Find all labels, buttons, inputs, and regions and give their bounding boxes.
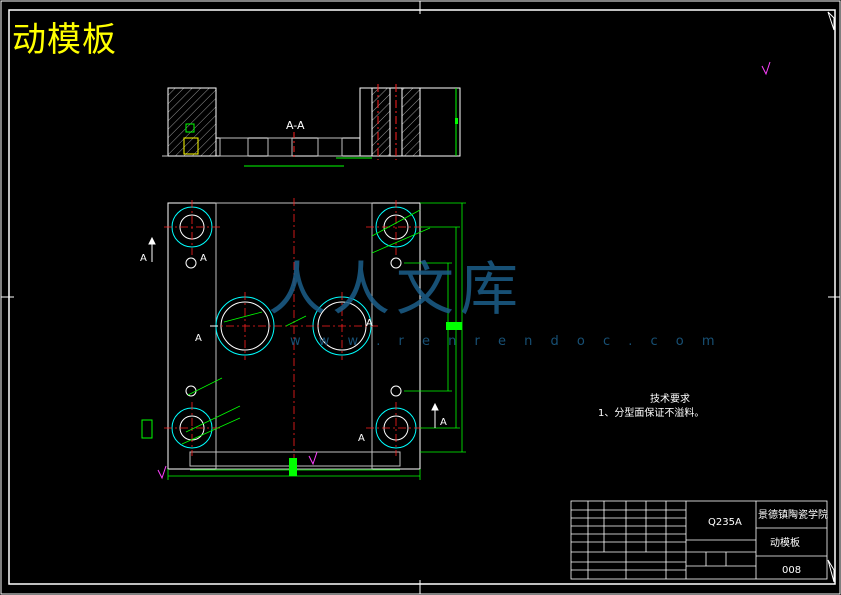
section-view	[162, 84, 461, 167]
watermark-url: w w w . r e n r e n d o c . c o m	[290, 334, 722, 349]
part-name-cell: 动模板	[770, 536, 800, 549]
section-marker-4: A	[366, 318, 373, 329]
drawing-number-cell: 008	[782, 565, 801, 576]
school-cell: 景德镇陶瓷学院	[758, 508, 828, 521]
section-marker-6: A	[440, 417, 447, 428]
roughness-symbol-top	[761, 61, 771, 76]
section-label: A-A	[286, 119, 305, 132]
technical-requirement-item: 1、分型面保证不溢料。	[598, 408, 705, 419]
material-cell: Q235A	[708, 517, 742, 528]
orientation-mark-right	[827, 11, 835, 31]
section-marker-2: A	[200, 253, 207, 264]
roughness-symbol-bottom	[157, 465, 167, 480]
watermark-logo: 人人文库	[268, 255, 525, 323]
section-marker-3: A	[195, 333, 202, 344]
roughness-symbol-mid	[308, 451, 318, 466]
section-marker-5: A	[358, 433, 365, 444]
plan-view	[141, 198, 466, 480]
orientation-mark-bottom	[827, 559, 835, 583]
technical-requirements-heading: 技术要求	[650, 394, 690, 405]
section-marker-1: A	[140, 253, 147, 264]
title-block	[570, 500, 828, 580]
drawing-title: 动模板	[12, 20, 117, 60]
